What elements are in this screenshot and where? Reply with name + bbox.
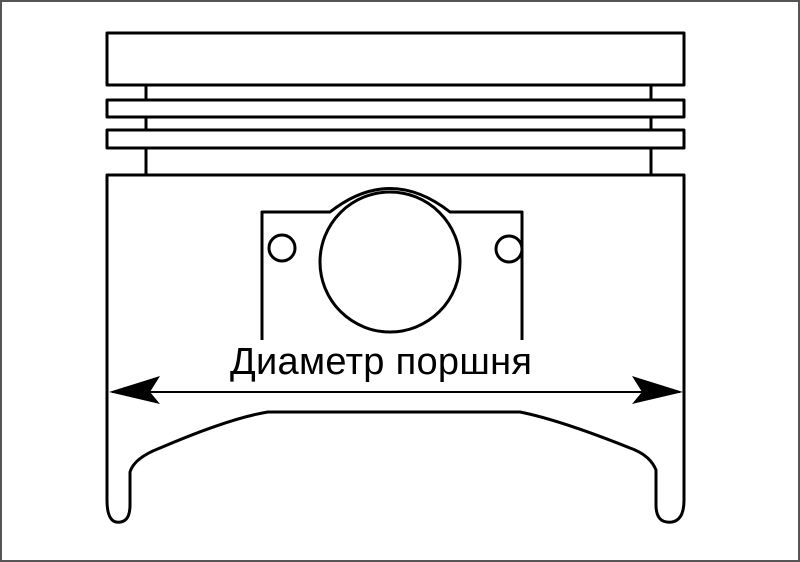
compression-ring-1 <box>105 98 686 119</box>
diameter-dimension <box>109 376 683 404</box>
diameter-label: Диаметр поршня <box>228 340 535 384</box>
wrist-pin-hole <box>318 190 462 334</box>
lock-hole-left <box>267 233 297 263</box>
piston-skirt <box>105 173 686 524</box>
arrow-left-icon <box>109 376 160 404</box>
lock-hole-right <box>494 234 524 264</box>
arrow-right-icon <box>632 376 683 404</box>
compression-ring-2 <box>105 128 686 150</box>
pin-boss-plate <box>260 187 524 345</box>
piston-crown <box>105 31 686 87</box>
